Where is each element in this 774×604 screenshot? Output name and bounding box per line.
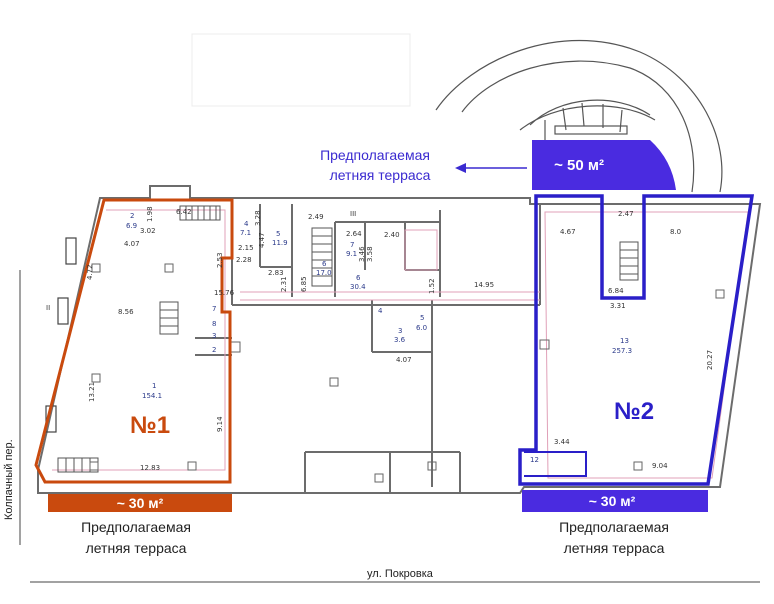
left-terrace-caption-line1: Предполагаемая bbox=[81, 519, 191, 535]
dimension: 1.52 bbox=[428, 278, 436, 294]
room-area: 30.4 bbox=[350, 283, 366, 291]
room-area: 11.9 bbox=[272, 239, 288, 247]
dimension: 9.14 bbox=[216, 416, 224, 432]
room-number: 5 bbox=[276, 230, 280, 238]
street-name-bottom: ул. Покровка bbox=[367, 568, 434, 580]
dimension: 2.15 bbox=[238, 244, 254, 252]
dimension: 2.31 bbox=[280, 276, 288, 292]
dimension: 2.53 bbox=[216, 252, 224, 268]
unit-2-outline bbox=[518, 194, 755, 486]
room-area: 7.1 bbox=[240, 229, 251, 237]
dimension: 2.49 bbox=[308, 213, 324, 221]
room-number: 13 bbox=[620, 337, 629, 345]
room-number: 1 bbox=[152, 382, 156, 390]
dimension: 2.64 bbox=[346, 230, 362, 238]
dimension: 2.47 bbox=[618, 210, 634, 218]
left-terrace-bar bbox=[48, 494, 232, 512]
dimension: 4.47 bbox=[258, 232, 266, 248]
room-number: 6 bbox=[356, 274, 361, 282]
left-terrace-caption-line2: летняя терраса bbox=[86, 540, 187, 556]
dimension: 2.28 bbox=[236, 256, 252, 264]
dimension: 3.31 bbox=[610, 302, 626, 310]
room-number: 4 bbox=[244, 220, 249, 228]
room-area: 154.1 bbox=[142, 392, 162, 400]
dimension: 6.42 bbox=[176, 208, 192, 216]
left-terrace-badge: ~ 30 м² bbox=[117, 495, 164, 511]
dimension: 3.58 bbox=[366, 246, 374, 262]
building-walls bbox=[37, 185, 762, 494]
unit-1-outline bbox=[34, 198, 234, 484]
room-number: 7 bbox=[212, 305, 216, 313]
curved-structure bbox=[435, 39, 723, 193]
dimension: 3.28 bbox=[254, 210, 262, 226]
roman-numeral: II bbox=[46, 304, 50, 312]
dimension: 2.83 bbox=[268, 269, 284, 277]
dimension: 20.27 bbox=[706, 350, 714, 370]
north-terrace-caption-line1: Предполагаемая bbox=[320, 147, 430, 163]
north-terrace-badge: ~ 50 м² bbox=[554, 157, 604, 174]
right-terrace-bar bbox=[522, 490, 708, 512]
dimension: 6.84 bbox=[608, 287, 624, 295]
unit-1-label: №1 bbox=[130, 412, 170, 439]
room-number: 6 bbox=[322, 260, 327, 268]
dimension: 3.02 bbox=[140, 227, 156, 235]
room-labels: 2 6.9 4 7.1 5 11.9 6 17.0 7 9.1 6 30.4 1… bbox=[46, 210, 632, 464]
unit-2-label: №2 bbox=[614, 398, 654, 425]
unit-2-inner-bracket bbox=[524, 451, 587, 477]
room-number: 4 bbox=[378, 307, 383, 315]
interior-accents bbox=[52, 209, 749, 479]
right-terrace-caption-line2: летняя терраса bbox=[564, 540, 665, 556]
dimension: 3.46 bbox=[358, 246, 366, 262]
dimension: 6.85 bbox=[300, 276, 308, 292]
dimension-labels: 4.07 1.98 3.02 6.42 4.72 8.56 13.21 12.8… bbox=[86, 206, 714, 472]
north-terrace-area bbox=[532, 140, 676, 190]
north-terrace-arrowhead-icon bbox=[455, 163, 466, 173]
north-terrace-caption-line2: летняя терраса bbox=[330, 167, 431, 183]
dimension: 8.0 bbox=[670, 228, 681, 236]
dimension: 3.44 bbox=[554, 438, 570, 446]
room-number: 3 bbox=[212, 332, 216, 340]
room-area: 6.9 bbox=[126, 222, 137, 230]
room-number: 2 bbox=[212, 346, 216, 354]
dimension: 13.21 bbox=[88, 382, 96, 402]
street-name-left: Колпачный пер. bbox=[3, 439, 15, 520]
right-terrace-badge: ~ 30 м² bbox=[589, 493, 636, 509]
room-number: 7 bbox=[350, 241, 354, 249]
right-terrace-caption-line1: Предполагаемая bbox=[559, 519, 669, 535]
room-area: 17.0 bbox=[316, 269, 332, 277]
roman-numeral: III bbox=[350, 210, 356, 218]
room-number: 8 bbox=[212, 320, 216, 328]
room-number: 5 bbox=[420, 314, 424, 322]
room-area: 3.6 bbox=[394, 336, 406, 344]
dimension: 12.83 bbox=[140, 464, 160, 472]
dimension: 8.56 bbox=[118, 308, 134, 316]
room-area: 9.1 bbox=[346, 250, 357, 258]
dimension: 9.04 bbox=[652, 462, 668, 470]
faint-outline bbox=[191, 33, 411, 107]
dimension: 4.07 bbox=[396, 356, 412, 364]
dimension: 1.98 bbox=[146, 206, 154, 222]
dimension: 4.07 bbox=[124, 240, 140, 248]
dimension: 4.72 bbox=[86, 264, 94, 280]
room-area: 6.0 bbox=[416, 324, 427, 332]
room-number: 2 bbox=[130, 212, 134, 220]
room-number: 12 bbox=[530, 456, 539, 464]
dimension: 14.95 bbox=[474, 281, 494, 289]
dimension: 2.40 bbox=[384, 231, 400, 239]
room-area: 257.3 bbox=[612, 347, 632, 355]
dimension: 15.76 bbox=[214, 289, 235, 297]
room-number: 3 bbox=[398, 327, 402, 335]
stairs bbox=[57, 205, 639, 473]
dimension: 4.67 bbox=[560, 228, 576, 236]
